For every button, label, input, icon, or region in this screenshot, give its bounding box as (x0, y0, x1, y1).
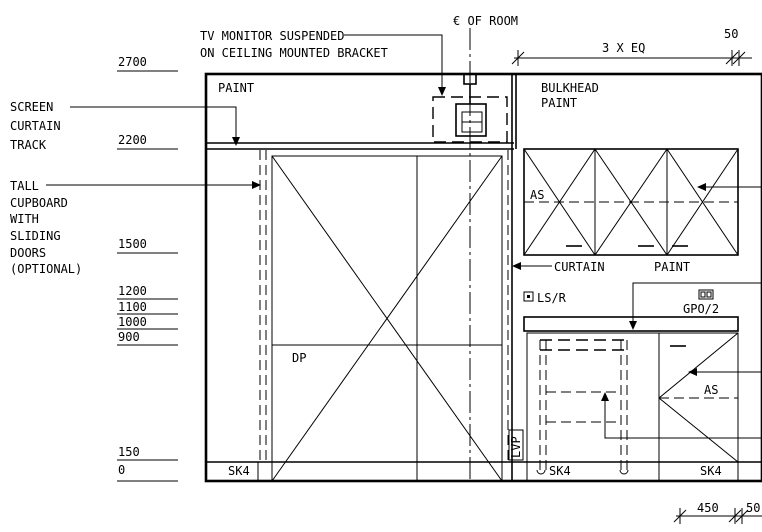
level-2200: 2200 (118, 133, 147, 147)
bottom-dimension: 450 50 (673, 501, 762, 524)
lvp-label: LVP (509, 436, 523, 458)
bulkhead-label-1: BULKHEAD (541, 81, 599, 95)
sk4-left-label: SK4 (228, 464, 250, 478)
level-2700: 2700 (118, 55, 147, 69)
tall-label-6: (OPTIONAL) (10, 262, 82, 276)
lower-cupboard-right: AS (658, 332, 762, 482)
tall-label-1: TALL (10, 179, 39, 193)
screen-label-2: CURTAIN (10, 119, 61, 133)
tall-label-5: DOORS (10, 246, 46, 260)
dim-3xeq: 3 X EQ (602, 41, 645, 55)
dim-450: 450 (697, 501, 719, 515)
screen-label-1: SCREEN (10, 100, 53, 114)
tv-label-line1: TV MONITOR SUSPENDED (200, 29, 345, 43)
tv-label-line2: ON CEILING MOUNTED BRACKET (200, 46, 388, 60)
centre-of-room-label: € OF ROOM (453, 14, 518, 28)
level-1000: 1000 (118, 315, 147, 329)
room-outline (204, 72, 762, 483)
sk4-right-label: SK4 (700, 464, 722, 478)
tv-monitor (432, 73, 508, 143)
tall-label-3: WITH (10, 212, 39, 226)
screen-label-3: TRACK (10, 138, 47, 152)
paint-right-label: PAINT (654, 260, 690, 274)
curtain-label: CURTAIN (554, 260, 605, 274)
as-lower-label: AS (704, 383, 718, 397)
tall-label-4: SLIDING (10, 229, 61, 243)
dp-label: DP (292, 351, 306, 365)
level-1500: 1500 (118, 237, 147, 251)
level-1100: 1100 (118, 300, 147, 314)
level-0: 0 (118, 463, 125, 477)
lower-cupboard-left (526, 332, 762, 482)
dim-50-top: 50 (724, 27, 738, 41)
level-1200: 1200 (118, 284, 147, 298)
upper-cupboards: AS (523, 148, 762, 256)
paint-left-label: PAINT (218, 81, 254, 95)
bulkhead-label-2: PAINT (541, 96, 577, 110)
lsr-label: LS/R (537, 291, 567, 305)
left-annotations: SCREEN CURTAIN TRACK TALL CUPBOARD WITH … (10, 100, 261, 276)
as-upper-label: AS (530, 188, 544, 202)
top-annotations: TV MONITOR SUSPENDED ON CEILING MOUNTED … (200, 14, 752, 96)
sk4-mid-label: SK4 (549, 464, 571, 478)
tall-cupboard: DP (271, 155, 503, 482)
level-150: 150 (118, 445, 140, 459)
level-markers: 2700 2200 1500 1200 1100 1000 900 150 0 (117, 55, 178, 482)
gpo-label: GPO/2 (683, 302, 719, 316)
tall-label-2: CUPBOARD (10, 196, 68, 210)
dim-50-bottom: 50 (746, 501, 760, 515)
level-900: 900 (118, 330, 140, 344)
